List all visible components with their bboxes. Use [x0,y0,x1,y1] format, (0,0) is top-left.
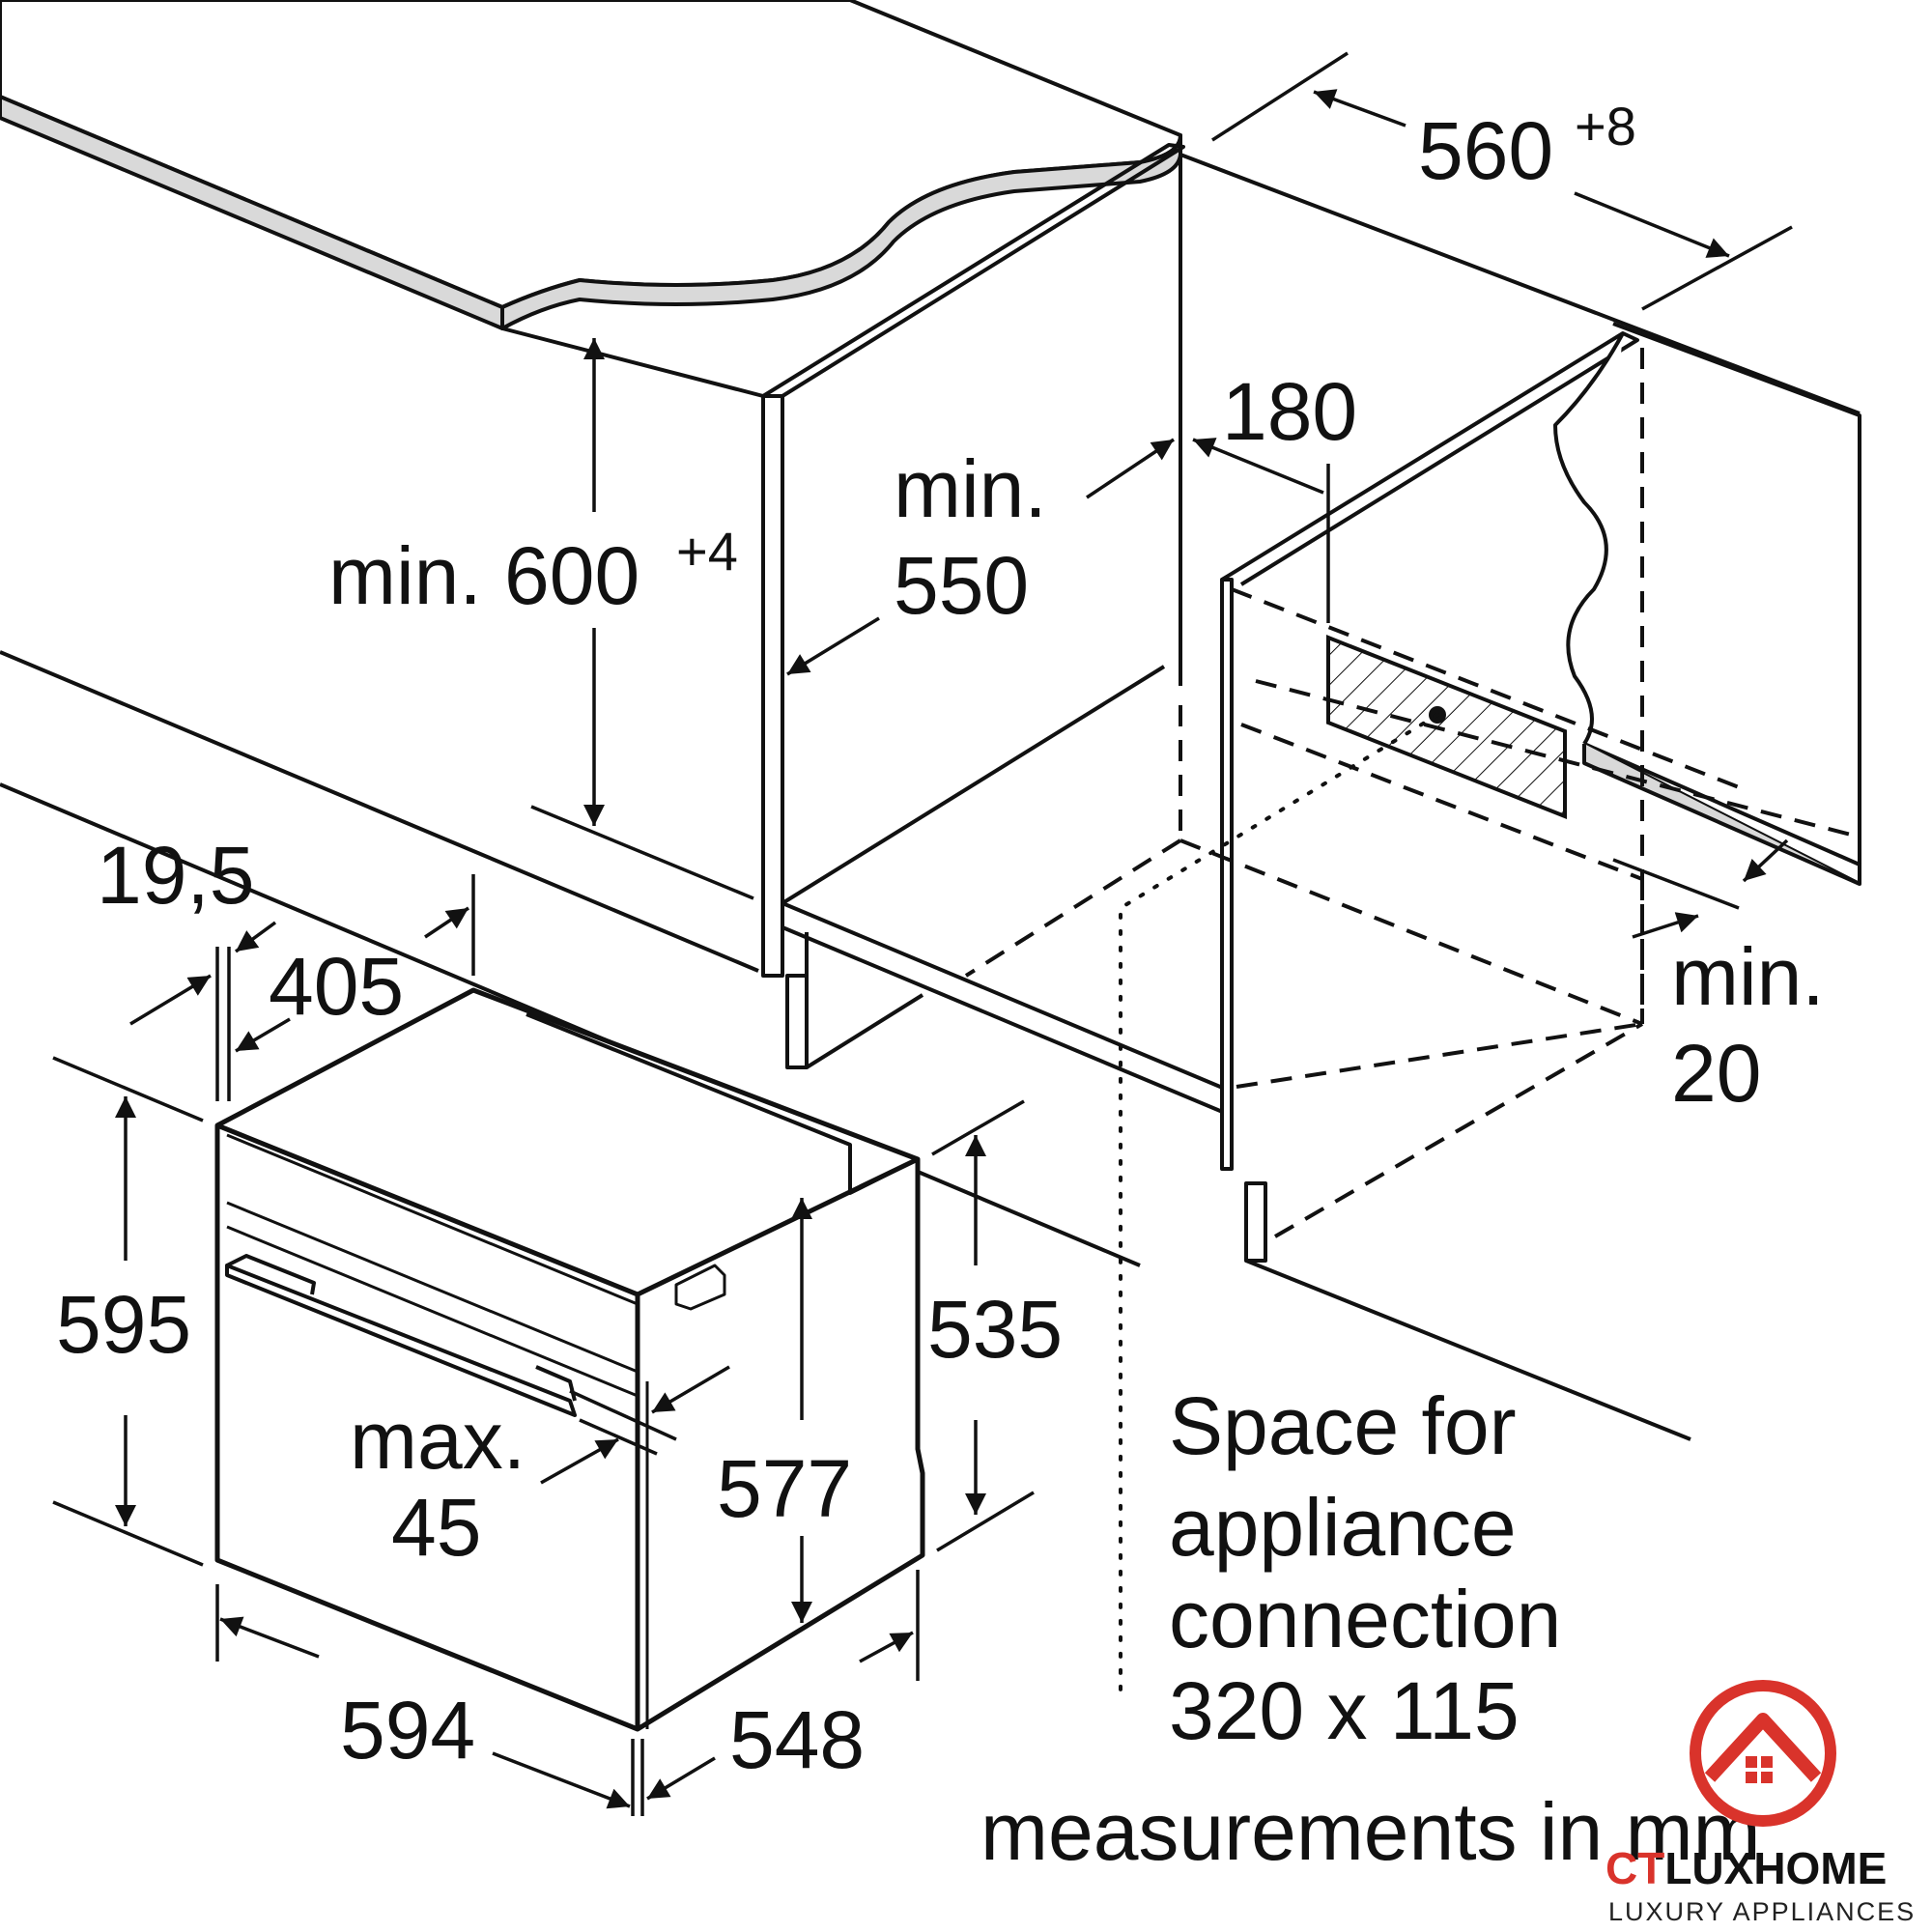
svg-text:CTLUXHOME: CTLUXHOME [1605,1843,1887,1893]
label-cabinet-depth-l1: min. [894,443,1047,534]
logo-name-part2: LUXHOME [1664,1843,1887,1893]
logo-name-part1: CT [1605,1843,1664,1893]
countertop [0,0,1182,330]
connection-area [1119,635,1567,1697]
label-rear-gap-l2: 20 [1671,1028,1761,1119]
label-appliance-width: 594 [340,1685,475,1776]
niche-dashed-outline [964,348,1856,1238]
label-cabinet-width-tol: +8 [1575,96,1636,156]
label-front-depth: 405 [269,941,404,1032]
dimension-lines [52,51,1793,1816]
note-line-1: Space for [1169,1380,1517,1471]
label-front-offset: 19,5 [97,830,255,921]
label-connection-offset: 180 [1222,366,1357,457]
label-inner-height: 577 [717,1443,852,1534]
label-cabinet-height: min. 600 [328,530,639,621]
label-cabinet-height-tol: +4 [676,521,738,582]
note-line-3: connection [1169,1574,1561,1664]
label-appliance-depth: 548 [729,1694,865,1785]
connection-note: Space for appliance connection 320 x 115 [1169,1380,1561,1756]
footer-units: measurements in mm [980,1786,1761,1877]
note-line-2: appliance [1169,1482,1517,1573]
label-door-handle-l1: max. [350,1395,526,1486]
logo-tagline: LUXURY APPLIANCES [1608,1897,1916,1926]
note-line-4: 320 x 115 [1169,1665,1520,1756]
label-door-handle-l2: 45 [391,1482,481,1573]
house-icon [1690,1680,1836,1827]
label-cabinet-depth-l2: 550 [894,540,1029,631]
right-cabinet [1179,153,1861,1441]
label-appliance-body-height: 535 [927,1284,1063,1375]
label-cabinet-width: 560 [1418,105,1553,196]
label-rear-gap-l1: min. [1671,931,1825,1022]
brand-logo: CTLUXHOME LUXURY APPLIANCES [1605,1680,1916,1926]
left-cabinet [0,143,1233,1267]
oven [214,987,925,1732]
dimension-labels: 560 +8 min. 600 +4 min. 550 180 min. 20 … [56,96,1825,1785]
label-appliance-height: 595 [56,1279,191,1370]
